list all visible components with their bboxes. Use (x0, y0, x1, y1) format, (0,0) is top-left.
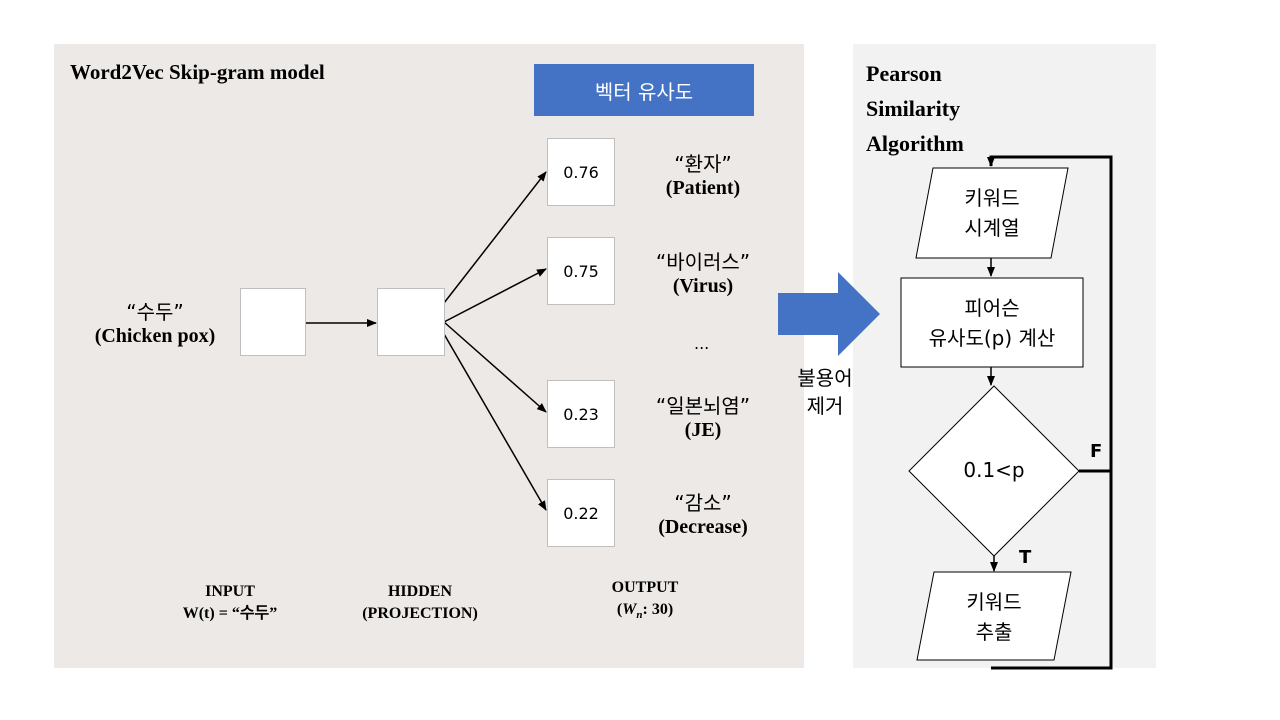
hidden-node-box (377, 288, 445, 356)
input-caption-line2: W(t) = “수두” (182, 605, 278, 622)
hidden-caption-line1: HIDDEN (387, 583, 452, 600)
pearson-calc-line1: 피어슨 (964, 296, 1020, 320)
loop-back-line (987, 155, 1113, 471)
ellipsis: ... (694, 334, 710, 353)
algorithm-title-line2: Similarity (866, 96, 961, 121)
algorithm-title: Pearson Similarity Algorithm (866, 56, 964, 161)
hidden-output-arrow-2 (443, 268, 547, 323)
output-word-2-ko: “바이러스” (655, 250, 751, 274)
input-word-en: (Chicken pox) (94, 325, 216, 347)
stopword-label-line1: 불용어 (797, 366, 853, 390)
model-title: Word2Vec Skip-gram model (70, 60, 325, 84)
stopword-label-line2: 제거 (806, 394, 844, 418)
output-word-2: “바이러스” (Virus) (628, 246, 778, 298)
output-value-2: 0.75 (547, 237, 615, 305)
input-word-label: “수두” (Chicken pox) (70, 296, 240, 348)
output-word-1-en: (Patient) (665, 177, 741, 199)
output-caption: OUTPUT (Wn: 30) (565, 577, 725, 626)
input-caption-line1: INPUT (205, 583, 255, 600)
input-word-ko: “수두” (126, 300, 184, 324)
output-value-4: 0.22 (547, 479, 615, 547)
output-caption-sub: n (636, 609, 643, 622)
stopword-removal-label: 불용어 제거 (780, 364, 870, 420)
keyword-timeseries-node (915, 167, 1069, 259)
keyword-extract-node (916, 571, 1072, 661)
output-word-4-ko: “감소” (674, 491, 732, 515)
output-caption-line2: (Wn: 30) (565, 599, 725, 626)
output-word-4-en: (Decrease) (658, 516, 748, 538)
output-caption-suffix: : 30) (642, 601, 674, 618)
threshold-text: 0.1<p (963, 458, 1025, 482)
algorithm-title-line3: Algorithm (866, 131, 964, 156)
keyword-timeseries-text: 키워드 시계열 (930, 183, 1054, 243)
hidden-output-arrow-1 (443, 171, 547, 304)
hidden-output-arrow-4 (443, 333, 547, 511)
output-value-3: 0.23 (547, 380, 615, 448)
output-caption-prefix: ( (616, 601, 623, 618)
keyword-extract-line2: 추출 (975, 620, 1013, 644)
input-node-box (240, 288, 306, 356)
word2vec-panel (54, 44, 804, 668)
keyword-extract-line1: 키워드 (966, 590, 1022, 614)
true-label: T (1019, 547, 1032, 568)
output-value-1: 0.76 (547, 138, 615, 206)
output-word-2-en: (Virus) (672, 275, 734, 297)
false-label: F (1090, 441, 1103, 462)
output-caption-var: W (622, 601, 637, 618)
output-word-3-ko: “일본뇌염” (655, 394, 751, 418)
output-word-3-en: (JE) (684, 419, 722, 441)
output-word-3: “일본뇌염” (JE) (628, 390, 778, 442)
vector-similarity-badge: 벡터 유사도 (534, 64, 754, 116)
algorithm-title-line1: Pearson (866, 61, 942, 86)
output-word-1-ko: “환자” (674, 152, 732, 176)
pearson-calc-text: 피어슨 유사도(p) 계산 (901, 293, 1083, 353)
hidden-output-arrow-3 (443, 321, 547, 413)
hidden-caption: HIDDEN (PROJECTION) (340, 581, 500, 625)
keyword-extract-text: 키워드 추출 (932, 587, 1056, 647)
pearson-calc-node (900, 277, 1084, 368)
input-caption: INPUT W(t) = “수두” (150, 581, 310, 625)
output-word-1: “환자” (Patient) (628, 148, 778, 200)
false-loop-line (991, 469, 1113, 670)
output-caption-line1: OUTPUT (611, 579, 679, 596)
stopword-removal-arrow (778, 272, 880, 356)
output-word-4: “감소” (Decrease) (628, 487, 778, 539)
keyword-timeseries-line1: 키워드 (964, 186, 1020, 210)
hidden-caption-line2: (PROJECTION) (362, 605, 478, 622)
pearson-calc-line2: 유사도(p) 계산 (928, 326, 1056, 350)
keyword-timeseries-line2: 시계열 (964, 216, 1020, 240)
